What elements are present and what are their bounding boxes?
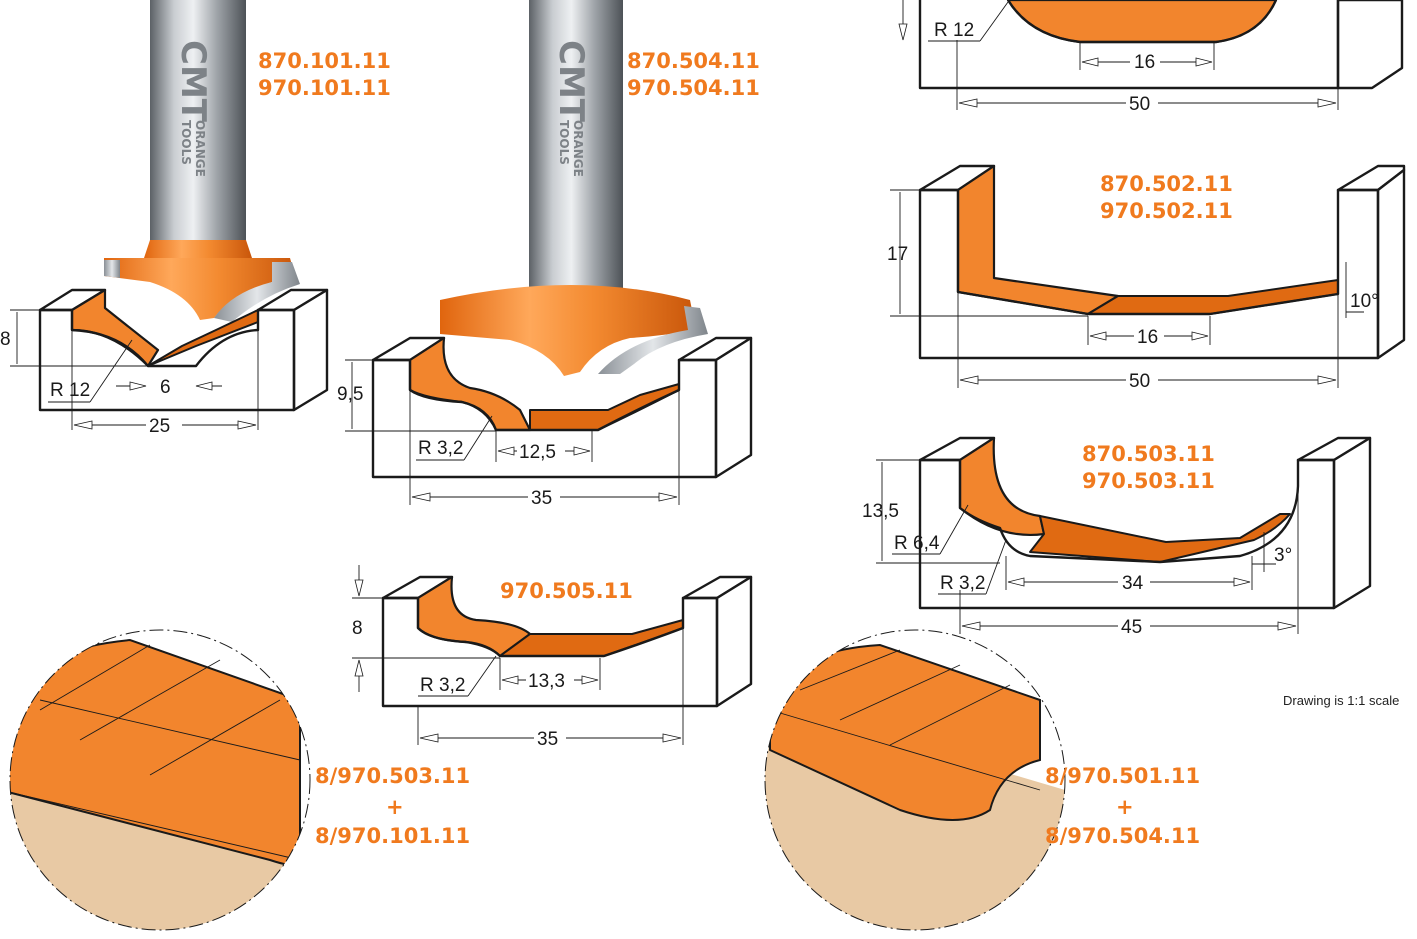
dim-radius: R 12 <box>934 20 974 41</box>
dim-radius: R 3,2 <box>418 438 463 459</box>
profile-block-503: 13,5 R 6,4 R 3,2 34 45 3° <box>862 436 1372 638</box>
dim-bottom: 34 <box>1122 573 1144 594</box>
detail-view-left <box>9 629 311 931</box>
dim-angle: 3° <box>1274 545 1292 566</box>
dims-101: 8 25 R 12 6 <box>0 309 259 437</box>
brand-name: CMT <box>173 40 213 123</box>
dim-height: 8 <box>352 618 363 639</box>
dim-height: 8 <box>0 329 11 350</box>
combo-code: 8/970.504.11 <box>1045 824 1200 848</box>
dims-504: 9,5 35 R 3,2 12,5 <box>337 359 680 509</box>
product-code: 870.502.11 <box>1100 172 1233 196</box>
dim-bottom: 16 <box>1137 327 1158 348</box>
shank <box>529 0 623 290</box>
dim-width: 35 <box>537 729 558 750</box>
profile-block-505: 8 R 3,2 13,3 35 <box>352 565 753 750</box>
shank <box>150 0 246 248</box>
dim-height: 13,5 <box>862 501 899 522</box>
dim-width: 50 <box>1129 94 1150 115</box>
product-code: 870.504.11 <box>627 49 760 73</box>
profile-block-504 <box>371 336 753 479</box>
combo-code: 8/970.501.11 <box>1045 764 1200 788</box>
brand-name: CMT <box>551 40 591 123</box>
detail-view-right <box>764 629 1066 931</box>
router-bit-101: CMT ORANGE TOOLS <box>104 0 300 322</box>
cutter-body <box>440 285 696 376</box>
product-code: 970.502.11 <box>1100 199 1233 223</box>
combo-plus: + <box>386 795 404 819</box>
dim-bottom: 12,5 <box>519 442 556 463</box>
combo-code: 8/970.503.11 <box>315 764 470 788</box>
dim-bottom: 13,3 <box>528 671 565 692</box>
dim-radius: R 12 <box>50 380 90 401</box>
brand-tagline-2: TOOLS <box>179 120 193 165</box>
dim-radius-1: R 6,4 <box>894 533 940 554</box>
combo-plus: + <box>1116 795 1134 819</box>
product-code: 870.101.11 <box>258 49 391 73</box>
carbide-blade <box>214 262 300 322</box>
product-code: 970.504.11 <box>627 76 760 100</box>
product-code: 970.101.11 <box>258 76 391 100</box>
scale-note: Drawing is 1:1 scale <box>1283 693 1399 708</box>
product-code: 970.503.11 <box>1082 469 1215 493</box>
cmt-logo: CMT ORANGE TOOLS <box>551 40 591 177</box>
dim-angle: 10° <box>1350 291 1379 312</box>
dim-radius-2: R 3,2 <box>940 573 985 594</box>
brand-tagline-1: ORANGE <box>571 120 585 177</box>
router-bit-504: CMT ORANGE TOOLS <box>440 0 708 376</box>
carbide-blade <box>598 306 708 374</box>
cutter-body <box>104 258 296 320</box>
dim-width: 45 <box>1121 617 1142 638</box>
dim-bottom: 16 <box>1134 52 1155 73</box>
dim-radius: R 3,2 <box>420 675 465 696</box>
profile-block-501: R 12 16 50 <box>898 0 1404 115</box>
brand-tagline-1: ORANGE <box>193 120 207 177</box>
profile-block-502: 17 16 50 10° <box>887 164 1406 392</box>
product-code: 970.505.11 <box>500 579 633 603</box>
dim-width: 35 <box>531 488 552 509</box>
brand-tagline-2: TOOLS <box>557 120 571 165</box>
dim-width: 50 <box>1129 371 1150 392</box>
product-code: 870.503.11 <box>1082 442 1215 466</box>
dim-height: 17 <box>887 244 908 265</box>
dim-width: 25 <box>149 416 170 437</box>
combo-code: 8/970.101.11 <box>315 824 470 848</box>
dim-bottom: 6 <box>160 377 171 398</box>
dim-height: 9,5 <box>337 384 363 405</box>
cmt-logo: CMT ORANGE TOOLS <box>173 40 213 177</box>
